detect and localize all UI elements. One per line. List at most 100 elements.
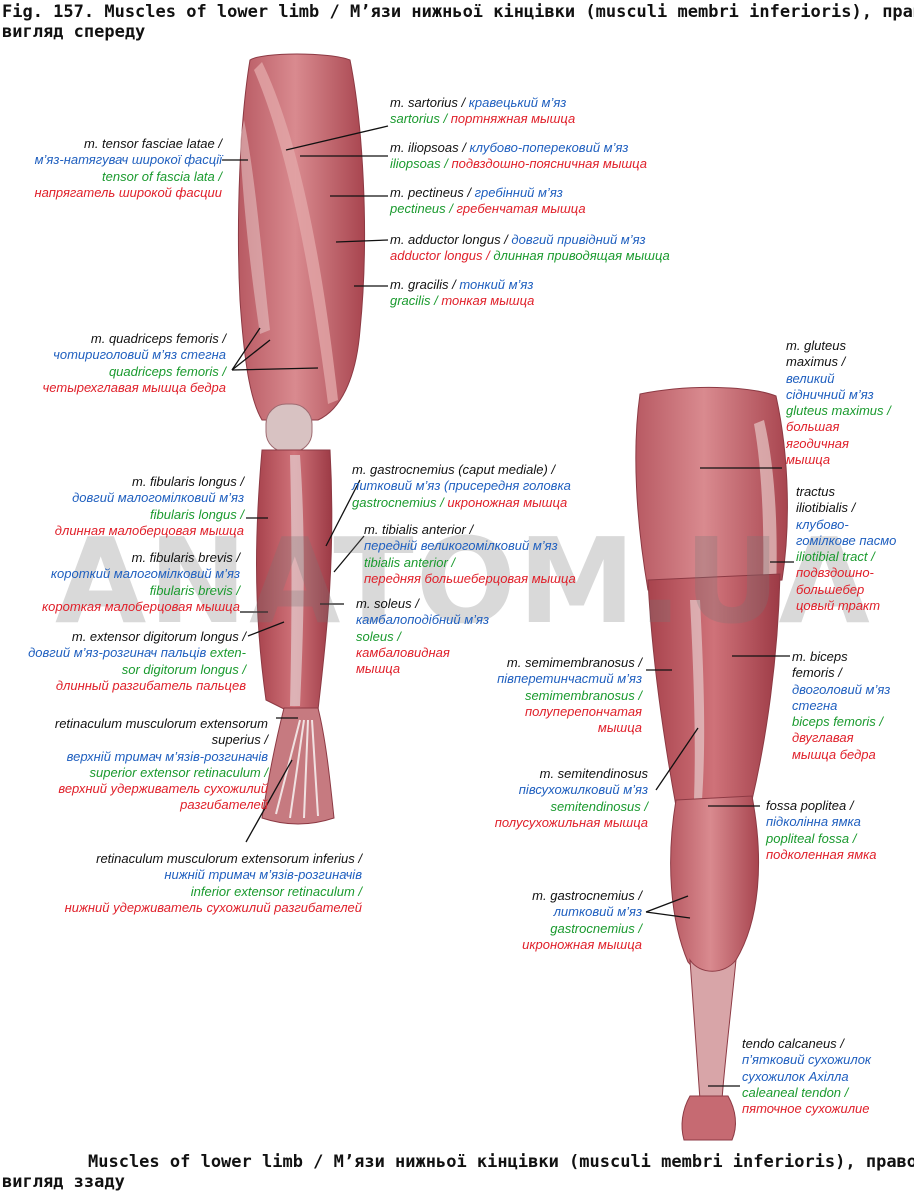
watermark: ANATOM.UA [55, 512, 872, 650]
gluteus-en: gluteus maximus / [786, 403, 891, 419]
biceps-latin-2: femoris / [792, 665, 842, 681]
iliopsoas-ua: клубово-поперековий м’яз [469, 140, 629, 155]
ret-sup-ru-1: верхний удерживатель сухожилий [58, 781, 268, 797]
label-gracilis: m. gracilis / тонкий м’яз gracilis / тон… [390, 277, 534, 310]
ret-sup-en: superior extensor retinaculum / [89, 764, 268, 780]
tibialis-latin: m. tibialis anterior / [364, 522, 474, 537]
tensor-ua: м’яз-натягувач широкої фасції [34, 152, 222, 168]
label-gastrocnemius-medial: m. gastrocnemius (caput mediale) / литко… [352, 462, 571, 511]
gluteus-ua-1: великий [786, 370, 835, 386]
gluteal-region [635, 386, 788, 591]
fossa-en: popliteal fossa / [766, 830, 857, 846]
gluteus-ru-1: большая [786, 419, 840, 435]
figure-caption-bottom: Muscles of lower limb / М’язи нижньої кі… [2, 1152, 914, 1192]
gastro-latin: m. gastrocnemius / [532, 888, 642, 903]
tendo-ua-2: сухожилок Ахілла [742, 1068, 849, 1084]
tensor-ru: напрягатель широкой фасции [34, 184, 223, 200]
label-tibialis-anterior: m. tibialis anterior / передній великого… [364, 522, 576, 587]
fossa-ua: підколінна ямка [766, 814, 861, 830]
sartorius-band [254, 62, 338, 404]
gastro-med-latin: m. gastrocnemius (caput mediale) / [352, 462, 556, 477]
achilles-region [689, 958, 737, 1101]
fibularis-brevis-latin: m. fibularis brevis / [131, 550, 240, 565]
label-fossa-poplitea: fossa poplitea / підколінна ямка poplite… [766, 798, 877, 863]
sartorius-en: sartorius / [390, 111, 448, 127]
gastro-med-ru: икроножная мышца [447, 494, 568, 510]
tendo-latin: tendo calcaneus / [742, 1036, 844, 1051]
gracilis-ru: тонкая мышца [441, 293, 535, 309]
extensor-latin: m. extensor digitorum longus / [71, 629, 246, 644]
label-gastrocnemius-posterior: m. gastrocnemius / литковий м’яз gastroc… [522, 888, 642, 953]
sartorius-ru: портняжная мышца [450, 111, 576, 127]
tibialis-en: tibialis anterior / [364, 554, 456, 570]
semimem-ru-2: мышца [597, 720, 642, 736]
gastro-ru: икроножная мышца [522, 936, 642, 952]
extensor-ru: длинный разгибатель пальцев [55, 677, 246, 693]
tendo-ru: пяточное сухожилие [742, 1101, 870, 1117]
semimem-en: semimembranosus / [524, 687, 642, 703]
fibularis-longus-en: fibularis longus / [150, 506, 244, 522]
label-iliopsoas: m. iliopsoas / клубово-поперековий м’яз … [390, 140, 647, 173]
label-extensor-digitorum-longus: m. extensor digitorum longus / довгий м’… [28, 629, 246, 694]
anterior-leg-view [237, 53, 366, 825]
posterior-leg-view [635, 386, 788, 1141]
label-tensor-fasciae-latae: m. tensor fasciae latae / м’яз-натягувач… [35, 136, 223, 201]
soleus-latin: m. soleus / [356, 596, 419, 611]
sartorius-latin: m. sartorius / [390, 95, 466, 110]
iliotibial-ua-2: гомілкове пасмо [796, 532, 897, 548]
iliopsoas-en: iliopsoas / [390, 156, 448, 172]
tibialis-ru: передняя большеберцовая мышца [364, 570, 576, 586]
iliotibial-en: iliotibial tract / [796, 549, 875, 565]
gastro-en: gastrocnemius / [550, 920, 642, 936]
sartorius-ua: кравецький м’яз [468, 95, 567, 110]
quadriceps-latin: m. quadriceps femoris / [90, 331, 226, 346]
gracilis-ua: тонкий м’яз [459, 277, 534, 292]
hamstring-tendon [690, 600, 705, 800]
iliotibial-ua-1: клубово- [796, 516, 849, 532]
soleus-ru-2: мышца [356, 661, 401, 677]
tendo-en: caleaneal tendon / [742, 1084, 849, 1100]
figure-title: Fig. 157. Muscles of lower limb / М’язи … [2, 2, 914, 42]
quadriceps-ru: четырехглавая мышца бедра [42, 379, 226, 395]
tensor-en: tensor of fascia lata / [102, 168, 222, 184]
soleus-en: soleus / [356, 628, 401, 644]
adductor-ru: длинная приводящая мышца [493, 248, 670, 264]
soleus-ru-1: камбаловидная [356, 644, 450, 660]
biceps-en: biceps femoris / [792, 714, 884, 730]
gracilis-latin: m. gracilis / [390, 277, 456, 292]
tensor-latin: m. tensor fasciae latae / [83, 136, 222, 151]
tendo-ua-1: п’ятковий сухожилок [742, 1052, 872, 1068]
tibia-shin [290, 455, 304, 706]
label-pectineus: m. pectineus / гребінний м’яз pectineus … [390, 185, 586, 218]
biceps-ua-2: стегна [792, 697, 838, 713]
quadriceps-en: quadriceps femoris / [108, 363, 226, 379]
gastro-ua: литковий м’яз [553, 904, 642, 920]
ret-inf-ru: нижний удерживатель сухожилий разгибател… [64, 899, 362, 915]
pectineus-ru: гребенчатая мышца [456, 201, 586, 217]
semiten-ru: полусухожильная мышца [494, 814, 648, 830]
gastro-med-en: gastrocnemius / [352, 494, 444, 510]
semimem-ua: півперетинчастий м’яз [497, 671, 642, 687]
fibularis-brevis-ru: короткая малоберцовая мышца [42, 598, 240, 614]
ret-sup-latin-1: retinaculum musculorum extensorum [54, 716, 268, 731]
gracilis-en: gracilis / [390, 293, 438, 309]
label-sartorius: m. sartorius / кравецький м’яз sartorius… [390, 95, 575, 128]
iliotibial-ru-3: цовый тракт [796, 598, 881, 614]
ret-sup-latin-2: superius / [211, 732, 268, 748]
adductor-ua: довгий привідний м’яз [511, 232, 646, 247]
extensor-en-2: sor digitorum longus / [121, 661, 246, 677]
soleus-ua: камбалоподібний м’яз [356, 612, 490, 628]
anterior-thigh [237, 53, 366, 421]
extensor-ua: довгий м’яз-розгинач пальців [28, 645, 207, 661]
label-iliotibial-tract: tractus iliotibialis / клубово- гомілков… [796, 484, 896, 614]
biceps-ua-1: двоголовий м’яз [792, 681, 891, 697]
fibularis-brevis-en: fibularis brevis / [149, 582, 240, 598]
gastro-med-ua: литковий м’яз (присередня головка [352, 478, 571, 494]
patella [265, 403, 313, 453]
fibularis-longus-ru: длинная малоберцовая мышца [54, 522, 244, 538]
label-soleus: m. soleus / камбалоподібний м’яз soleus … [356, 596, 489, 677]
label-biceps-femoris: m. biceps femoris / двоголовий м’яз стег… [792, 649, 890, 763]
iliotibial-latin-2: iliotibialis / [796, 500, 856, 516]
semiten-latin: m. semitendinosus [539, 766, 648, 781]
